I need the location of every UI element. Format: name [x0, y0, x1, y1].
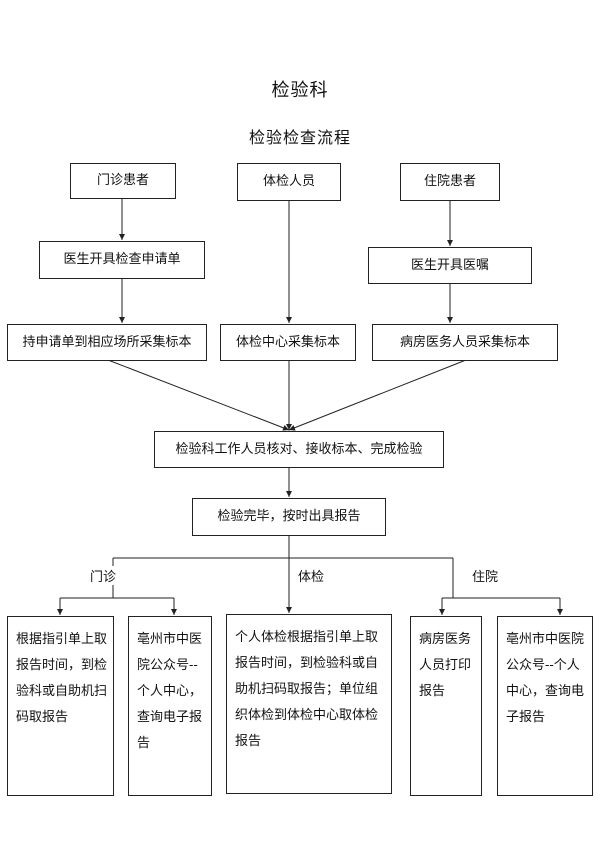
- node-lab-process: 检验科工作人员核对、接收标本、完成检验: [154, 431, 444, 468]
- node-report-physical-exam: 个人体检根据指引单上取报告时间，到检验科或自助机扫码取报告；单位组织体检到体检中…: [226, 614, 392, 794]
- node-inpatient-order: 医生开具医嘱: [368, 247, 532, 284]
- node-report-outpatient-onsite: 根据指引单上取报告时间，到检验科或自助机扫码取报告: [7, 616, 114, 796]
- node-exam-collect: 体检中心采集标本: [220, 324, 356, 361]
- node-report-outpatient-online: 亳州市中医院公众号--个人中心，查询电子报告: [128, 616, 212, 796]
- node-report-inpatient-online: 亳州市中医院公众号--个人中心，查询电子报告: [497, 616, 593, 796]
- node-outpatient-order: 医生开具检查申请单: [39, 241, 205, 279]
- branch-label-outpatient: 门诊: [88, 566, 119, 585]
- node-inpatient-collect: 病房医务人员采集标本: [372, 324, 558, 361]
- node-inpatient: 住院患者: [400, 163, 500, 201]
- node-outpatient-collect: 持申请单到相应场所采集标本: [7, 324, 207, 361]
- page-subtitle: 检验检查流程: [248, 128, 351, 147]
- branch-label-physical-exam: 体检: [296, 566, 327, 585]
- node-report-inpatient-print: 病房医务人员打印报告: [410, 616, 482, 796]
- page-title: 检验科: [271, 80, 329, 101]
- node-physical-exam: 体检人员: [237, 163, 341, 201]
- node-outpatient: 门诊患者: [70, 163, 176, 199]
- branch-label-inpatient: 住院: [470, 566, 501, 585]
- arrow-inpatient-collect-to-lab: [288, 359, 467, 431]
- arrow-outpatient-collect-to-lab: [107, 359, 290, 431]
- node-report-issued: 检验完毕，按时出具报告: [192, 498, 386, 536]
